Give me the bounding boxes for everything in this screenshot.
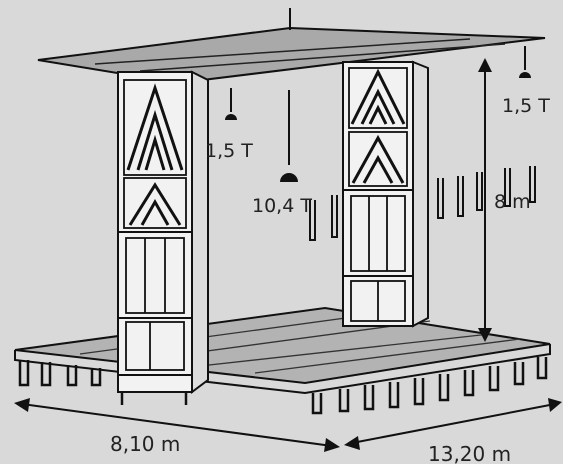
width-front-dimension-arrow <box>14 398 340 452</box>
deck-legs <box>18 357 548 415</box>
load-right-marker <box>519 46 531 78</box>
load-left-label: 1,5 T <box>205 140 253 162</box>
width-front-label: 8,10 m <box>110 432 180 456</box>
load-center-marker <box>280 90 298 182</box>
load-center-label: 10,4 T <box>252 195 312 217</box>
load-right-label: 1,5 T <box>502 95 550 117</box>
width-depth-label: 13,20 m <box>428 442 511 464</box>
right-tower <box>342 60 429 328</box>
roof <box>37 8 546 85</box>
hanging-bars <box>309 166 536 241</box>
height-dimension-arrow <box>478 58 492 342</box>
load-left-marker <box>225 88 237 120</box>
width-depth-dimension-arrow <box>344 398 562 450</box>
left-tower <box>117 70 209 405</box>
stage-deck <box>14 306 551 395</box>
height-label: 8 m <box>494 191 531 213</box>
